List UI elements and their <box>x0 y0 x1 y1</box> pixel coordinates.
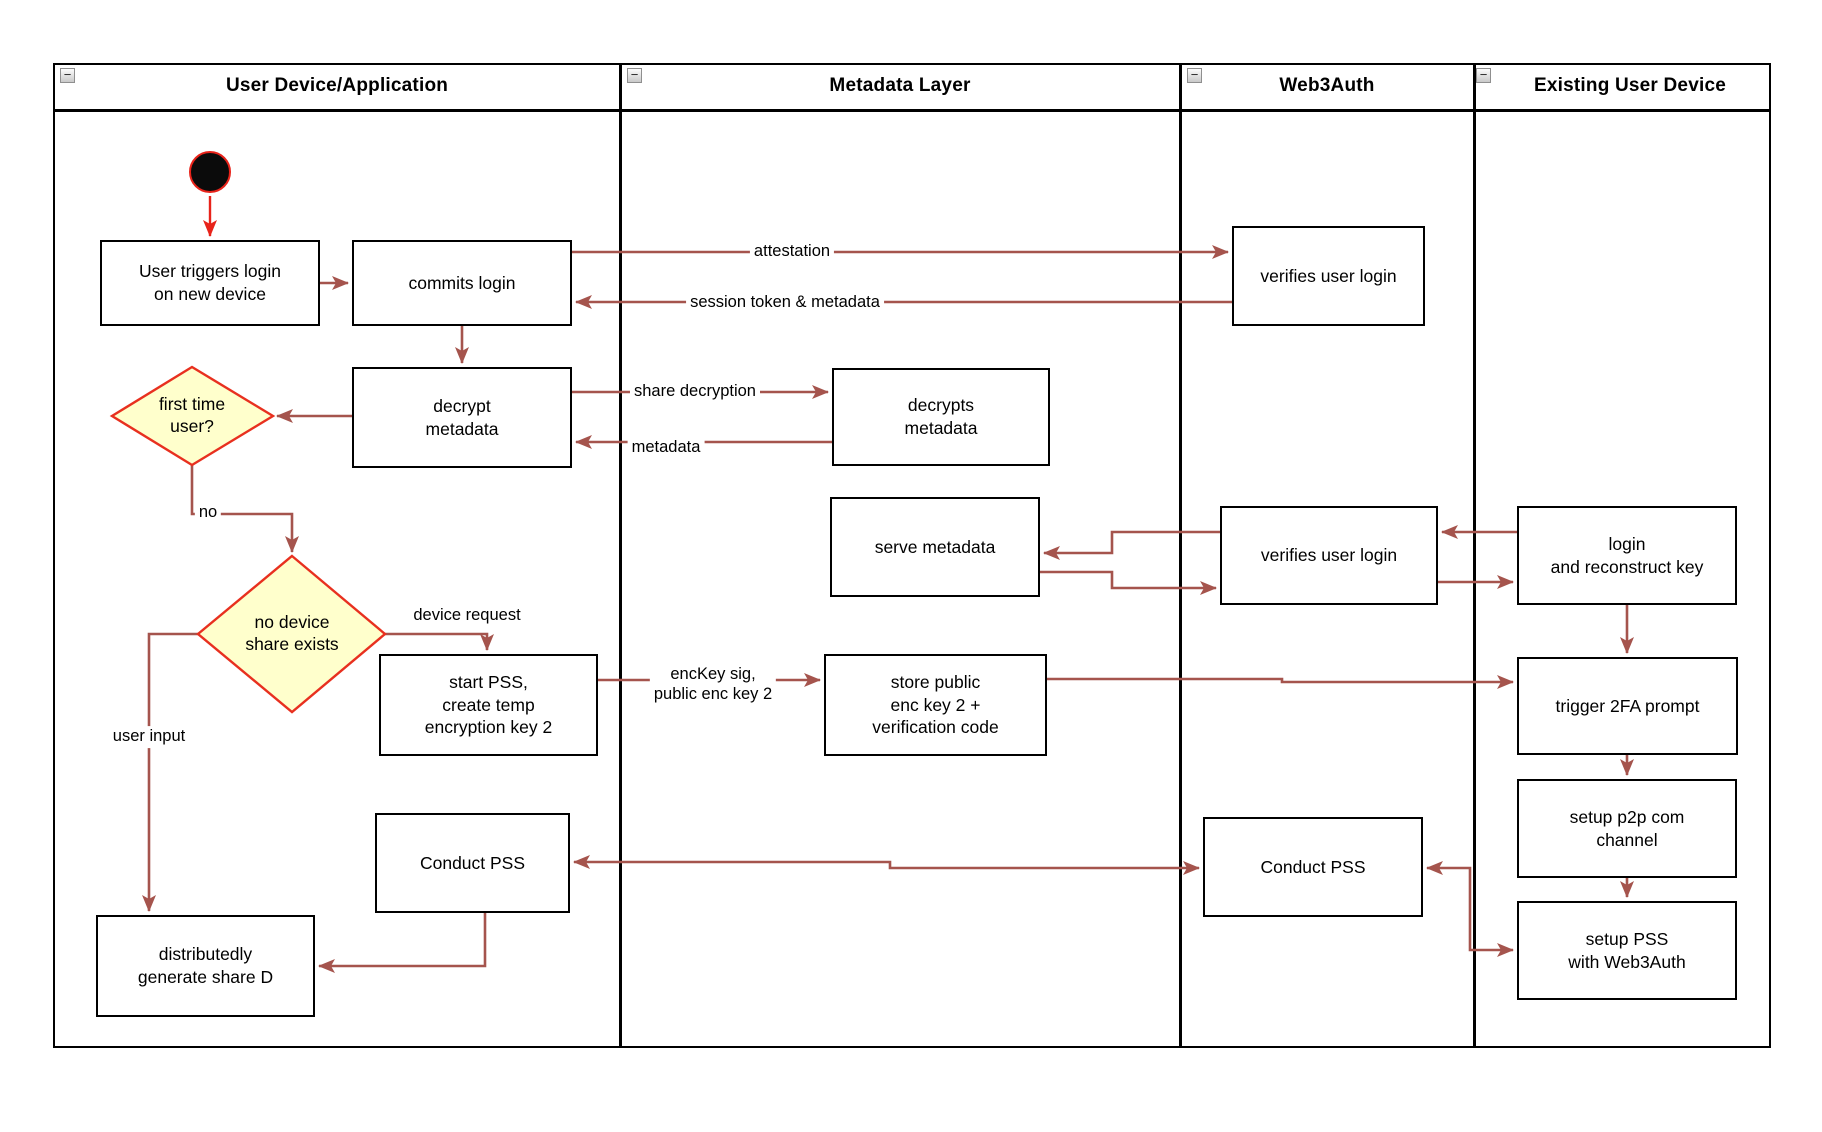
collapse-lane-icon[interactable]: − <box>60 68 75 83</box>
lane-title-user-device: User Device/Application <box>225 75 449 96</box>
edge-conduct-to-generate <box>318 913 487 973</box>
node-decrypts-metadata[interactable]: decrypts metadata <box>832 368 1050 466</box>
lane-divider <box>1179 63 1182 1048</box>
lane-divider <box>1473 63 1476 1048</box>
decision-no-device-share[interactable] <box>196 554 387 714</box>
node-store-public-key[interactable]: store public enc key 2 + verification co… <box>824 654 1047 756</box>
decision-label-no-device-share: no device share exists <box>245 612 339 654</box>
lane-title-metadata-layer: Metadata Layer <box>829 75 971 96</box>
decision-first-time-user[interactable] <box>109 365 276 467</box>
edge-user-input <box>142 632 198 912</box>
edge-conduct-pss-link <box>573 855 1200 875</box>
node-login-reconstruct[interactable]: login and reconstruct key <box>1517 506 1737 605</box>
edge-label-share-decryption: share decryption <box>630 381 760 403</box>
node-commits-login[interactable]: commits login <box>352 240 572 326</box>
node-verifies-login-top[interactable]: verifies user login <box>1232 226 1425 326</box>
decision-label-first-time: first time user? <box>158 394 226 436</box>
collapse-lane-icon[interactable]: − <box>1476 68 1491 83</box>
node-setup-pss[interactable]: setup PSS with Web3Auth <box>1517 901 1737 1000</box>
node-distributedly-generate[interactable]: distributedly generate share D <box>96 915 315 1017</box>
edge-setup-pss-link <box>1426 861 1514 957</box>
edge-store-to-2fa <box>1047 675 1514 689</box>
edge-no-branch <box>190 465 299 553</box>
node-conduct-pss-left[interactable]: Conduct PSS <box>375 813 570 913</box>
lane-title-web3auth: Web3Auth <box>1279 75 1375 96</box>
collapse-lane-icon[interactable]: − <box>1187 68 1202 83</box>
lane-divider <box>619 63 622 1048</box>
node-user-triggers-login[interactable]: User triggers login on new device <box>100 240 320 326</box>
node-verifies-login-mid[interactable]: verifies user login <box>1220 506 1438 605</box>
edge-label-no: no <box>194 502 222 524</box>
edge-verify-to-serve <box>1043 530 1220 560</box>
node-decrypt-metadata[interactable]: decrypt metadata <box>352 367 572 468</box>
edge-label-session-token: session token & metadata <box>686 292 884 314</box>
edge-label-enckey: encKey sig, public enc key 2 <box>649 664 777 706</box>
node-start-pss[interactable]: start PSS, create temp encryption key 2 <box>379 654 598 756</box>
edge-device-request <box>385 632 494 651</box>
node-trigger-2fa[interactable]: trigger 2FA prompt <box>1517 657 1738 755</box>
lane-header-divider <box>53 109 1771 112</box>
lane-title-existing-device: Existing User Device <box>1534 75 1726 96</box>
collapse-lane-icon[interactable]: − <box>627 68 642 83</box>
edge-label-attestation: attestation <box>749 241 835 263</box>
edge-label-user-input: user input <box>108 726 190 748</box>
node-conduct-pss-right[interactable]: Conduct PSS <box>1203 817 1423 917</box>
edge-serve-to-verify <box>1040 570 1217 595</box>
edge-label-device-request: device request <box>409 605 525 627</box>
node-setup-p2p[interactable]: setup p2p com channel <box>1517 779 1737 878</box>
node-serve-metadata[interactable]: serve metadata <box>830 497 1040 597</box>
start-node[interactable] <box>189 151 231 193</box>
edge-label-metadata: metadata <box>627 437 705 459</box>
